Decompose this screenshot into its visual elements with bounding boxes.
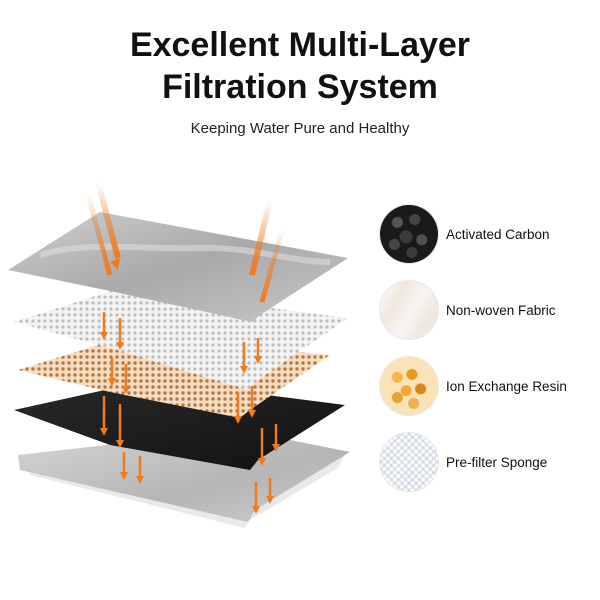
incoming-arrow-1: [95, 181, 121, 259]
incoming-arrowhead-1: [110, 258, 120, 270]
legend-label: Non-woven Fabric: [446, 302, 556, 318]
legend-item-non-woven-fabric: Non-woven Fabric: [380, 280, 595, 340]
page-title: Excellent Multi-Layer Filtration System: [0, 24, 600, 108]
legend-item-prefilter-sponge: Pre-filter Sponge: [380, 432, 595, 492]
title-line-2: Filtration System: [162, 68, 438, 106]
legend-item-activated-carbon: Activated Carbon: [380, 204, 595, 264]
layer-top-filter: [8, 212, 348, 322]
incoming-arrow-2: [85, 194, 113, 276]
legend-item-ion-exchange-resin: Ion Exchange Resin: [380, 356, 595, 416]
page-subtitle: Keeping Water Pure and Healthy: [190, 120, 410, 137]
water-flow-arrows: [85, 181, 285, 514]
title-line-1: Excellent Multi-Layer: [129, 26, 471, 64]
fabric-icon: [380, 281, 438, 339]
layer-legend: Activated Carbon Non-woven Fabric Ion Ex…: [380, 204, 595, 508]
legend-label: Ion Exchange Resin: [446, 378, 567, 394]
legend-label: Activated Carbon: [446, 226, 550, 242]
incoming-arrow-4: [259, 229, 285, 303]
legend-label: Pre-filter Sponge: [446, 454, 548, 470]
incoming-arrow-3: [249, 199, 273, 276]
layer-non-woven-fabric: [14, 288, 348, 390]
sponge-icon: [380, 433, 438, 491]
carbon-granules-icon: [380, 205, 438, 263]
resin-beads-icon: [380, 357, 438, 415]
